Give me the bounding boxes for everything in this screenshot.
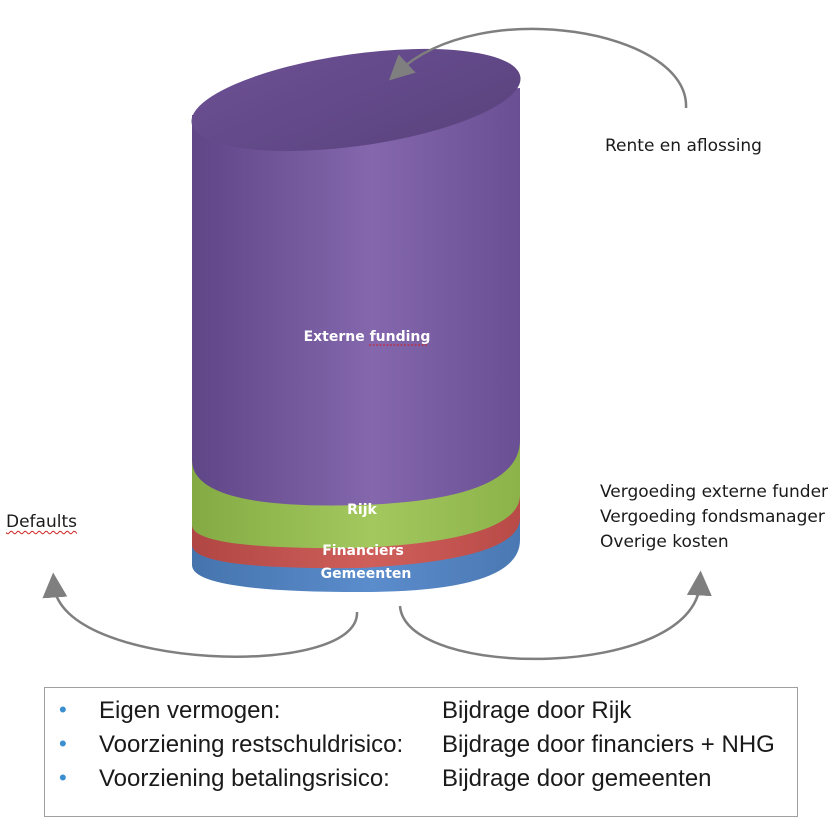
segment-label-externe-funding: Externe funding [304, 329, 431, 345]
segment-externe-funding [192, 88, 520, 506]
legend-row-betalingsrisico: • Voorziening betalingsrisico: Bijdrage … [45, 765, 797, 799]
segment-label-financiers: Financiers [322, 543, 404, 559]
label-overige-kosten: Overige kosten [600, 532, 729, 552]
arrow-defaults [42, 572, 359, 658]
legend-term: Voorziening betalingsrisico: [99, 765, 390, 792]
cylinder-top [191, 48, 521, 152]
label-defaults: Defaults [6, 512, 77, 532]
bullet-icon: • [59, 731, 67, 756]
legend-row-restschuldrisico: • Voorziening restschuldrisico: Bijdrage… [45, 731, 797, 765]
bullet-icon: • [59, 765, 67, 790]
label-rente-en-aflossing: Rente en aflossing [605, 136, 762, 156]
segment-label-rijk: Rijk [347, 502, 377, 518]
segment-label-gemeenten: Gemeenten [321, 566, 412, 582]
legend-description: Bijdrage door financiers + NHG [442, 731, 775, 758]
legend-row-eigen-vermogen: • Eigen vermogen: Bijdrage door Rijk [45, 697, 797, 731]
legend-description: Bijdrage door Rijk [442, 697, 632, 724]
label-vergoeding-fondsmanager: Vergoeding fondsmanager [600, 507, 825, 527]
label-vergoeding-externe-funder: Vergoeding externe funder [600, 482, 829, 502]
bullet-icon: • [59, 697, 67, 722]
legend-term: Eigen vermogen: [99, 697, 281, 724]
legend-box: • Eigen vermogen: Bijdrage door Rijk • V… [44, 687, 798, 817]
arrow-vergoedingen [398, 570, 712, 661]
legend-term: Voorziening restschuldrisico: [99, 731, 404, 758]
arrow-rente-aflossing [388, 27, 688, 109]
label-vergoedingen: Vergoeding externe funder Vergoeding fon… [600, 480, 828, 555]
legend-description: Bijdrage door gemeenten [442, 765, 712, 792]
